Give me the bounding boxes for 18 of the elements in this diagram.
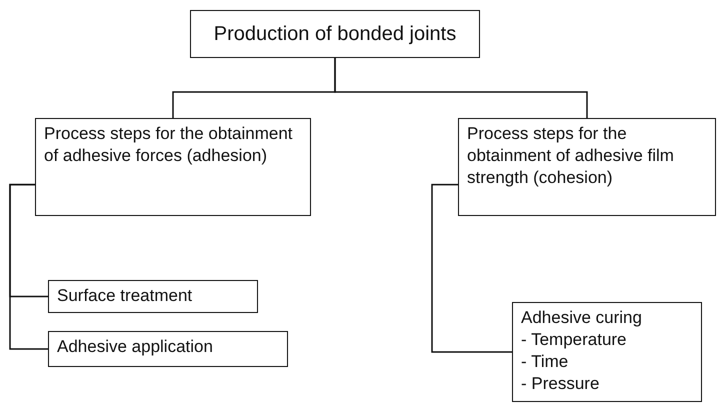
process-box — [48, 331, 288, 367]
process-box — [48, 280, 258, 313]
box-text: Process steps for the obtainment of adhesive forces (adhesion) — [44, 123, 294, 167]
process-box — [190, 10, 480, 58]
box-text: Surface treatment — [57, 285, 194, 307]
box-heading: Adhesive curing — [521, 307, 643, 329]
list-item: - Pressure — [521, 373, 600, 395]
connector-line — [431, 184, 512, 353]
list-item: - Time — [521, 351, 570, 373]
process-box — [35, 118, 311, 216]
process-box — [458, 118, 716, 216]
list-item: - Temperature — [521, 329, 628, 351]
box-text: Adhesive application — [57, 336, 214, 358]
box-text: Production of bonded joints — [212, 22, 458, 47]
connector-line — [9, 184, 48, 350]
connector-line — [334, 58, 588, 118]
box-text: Process steps for the obtainment of adhesive film strength (cohesion) — [467, 123, 675, 189]
process-box — [512, 302, 702, 402]
